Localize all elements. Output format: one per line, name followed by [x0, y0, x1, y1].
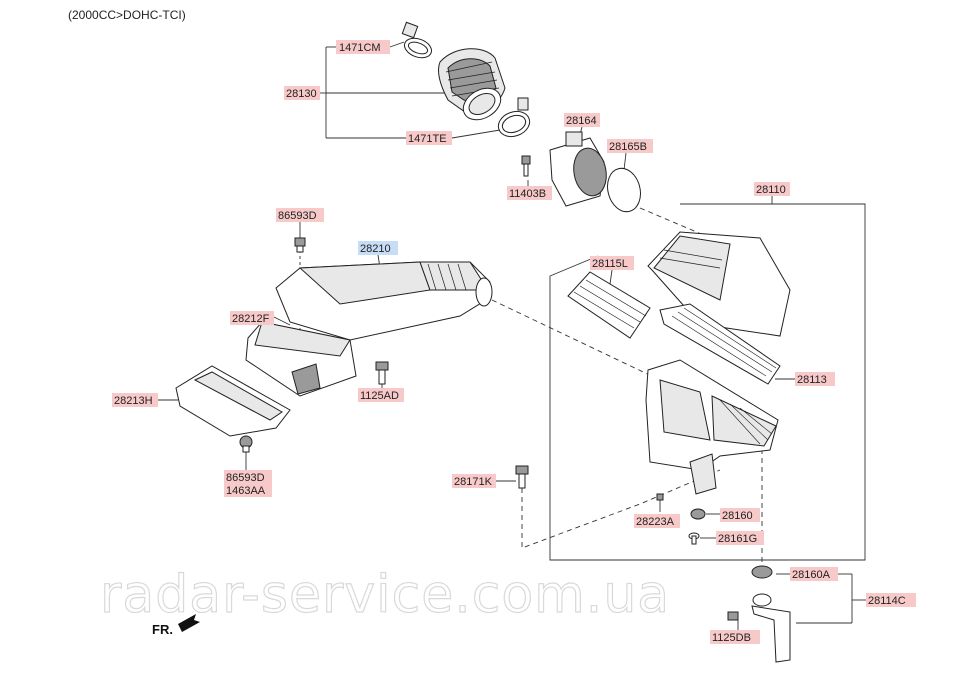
- air-flow-sensor: [549, 131, 607, 207]
- label-28130[interactable]: 28130: [286, 88, 317, 100]
- hose-clamp-upper: [401, 21, 433, 59]
- label-bg: [795, 372, 835, 386]
- label-28171k[interactable]: 28171K: [454, 476, 493, 488]
- grommet-lower: [239, 435, 253, 453]
- sensor-bolt: [521, 155, 531, 177]
- air-guide: [175, 365, 291, 437]
- label-28223a[interactable]: 28223A: [636, 516, 675, 528]
- duct-bolt: [375, 361, 389, 385]
- label-bg: [224, 470, 272, 484]
- label-1125db[interactable]: 1125DB: [712, 632, 751, 644]
- label-bg: [634, 514, 680, 528]
- label-11403b[interactable]: 11403B: [509, 188, 546, 200]
- label-bg: [452, 474, 496, 488]
- label-bg: [590, 256, 634, 270]
- label-bg: [720, 508, 760, 522]
- label-28161g[interactable]: 28161G: [718, 533, 757, 545]
- front-direction-marker: FR.: [152, 614, 200, 637]
- part-labels: 1471CM 28130 1471TE 28164 28165B 11403B …: [112, 40, 916, 644]
- label-28213h[interactable]: 28213H: [114, 395, 153, 407]
- collar-bolt: [688, 532, 700, 545]
- label-28160[interactable]: 28160: [722, 510, 753, 522]
- air-duct-lower: [245, 321, 357, 397]
- label-1463aa[interactable]: 1463AA: [226, 485, 266, 497]
- label-bg: [716, 531, 764, 545]
- label-bg: [507, 186, 552, 200]
- label-28115l[interactable]: 28115L: [592, 258, 628, 270]
- label-bg: [866, 593, 916, 607]
- air-cleaner-cover: [647, 231, 791, 337]
- label-28210[interactable]: 28210: [360, 243, 391, 255]
- label-bg: [790, 567, 838, 581]
- label-bg: [284, 86, 320, 100]
- label-bg: [607, 139, 653, 153]
- label-28113[interactable]: 28113: [797, 374, 827, 386]
- grommet-upper: [294, 237, 306, 253]
- label-bg: [276, 208, 324, 222]
- clip-28223a: [656, 493, 664, 501]
- label-28165b[interactable]: 28165B: [609, 141, 647, 153]
- watermark: radar-service.com.ua: [100, 565, 670, 625]
- label-1125ad[interactable]: 1125AD: [360, 390, 399, 402]
- direction-arrow-icon: [178, 614, 200, 632]
- air-filter-element: [659, 303, 781, 385]
- label-bg-selected: [358, 241, 398, 255]
- air-cleaner-body: [645, 359, 779, 495]
- label-28160a[interactable]: 28160A: [792, 569, 831, 581]
- label-bg: [230, 311, 274, 325]
- label-bg: [358, 388, 404, 402]
- label-bg: [224, 483, 272, 497]
- label-86593d-top[interactable]: 86593D: [278, 210, 317, 222]
- label-1471te[interactable]: 1471TE: [408, 133, 447, 145]
- label-bg: [112, 393, 158, 407]
- hose-clamp-lower: [497, 97, 531, 138]
- label-bg: [710, 630, 760, 644]
- label-bg: [406, 131, 452, 145]
- intake-hose: [437, 48, 506, 121]
- rubber-insulator: [690, 508, 706, 520]
- mount-bolt: [515, 465, 529, 489]
- mounting-bracket: [727, 565, 791, 663]
- label-28212f[interactable]: 28212F: [232, 313, 270, 325]
- air-duct-resonator: [275, 261, 493, 341]
- label-bg: [336, 40, 390, 54]
- label-86593d-bottom[interactable]: 86593D: [226, 472, 265, 484]
- fr-label: FR.: [152, 622, 173, 637]
- label-28164[interactable]: 28164: [566, 115, 597, 127]
- label-28110[interactable]: 28110: [756, 184, 786, 196]
- label-28114c[interactable]: 28114C: [868, 595, 906, 607]
- air-cleaner-element-side: [567, 271, 651, 339]
- engine-spec-header: (2000CC>DOHC-TCI): [68, 8, 186, 22]
- label-1471cm[interactable]: 1471CM: [339, 42, 381, 54]
- sensor-gasket: [607, 167, 641, 213]
- label-bg: [564, 113, 600, 127]
- label-bg: [754, 182, 790, 196]
